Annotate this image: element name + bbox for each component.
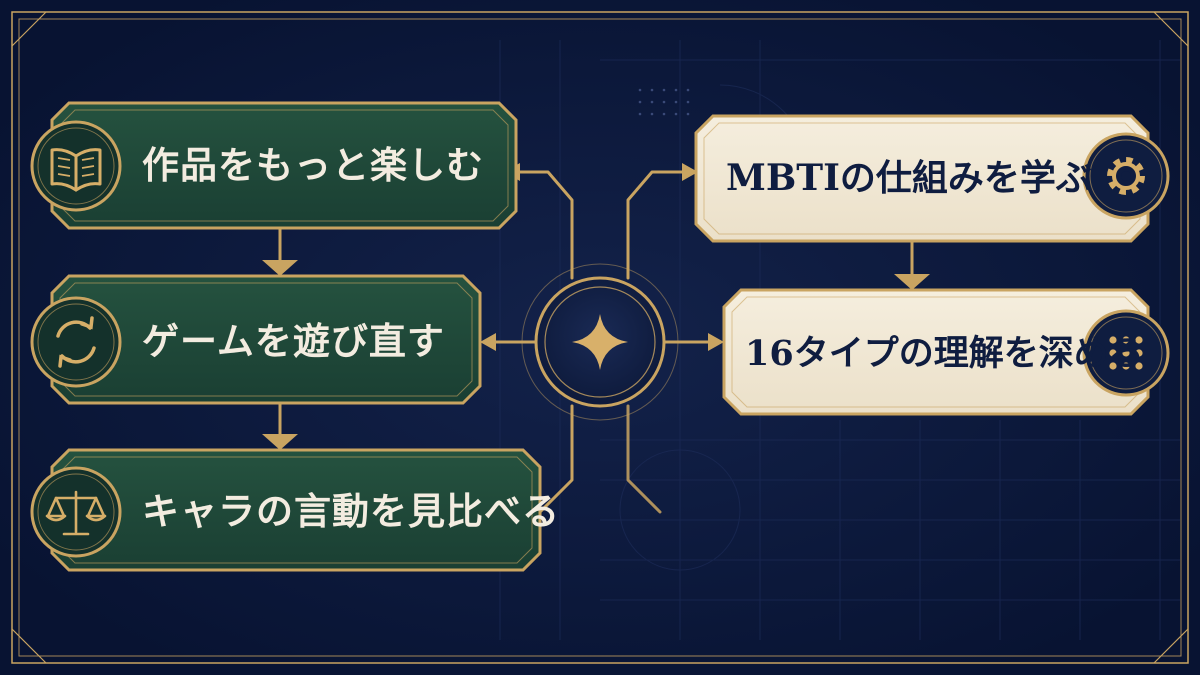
- left-step-3-label: キャラの言動を見比べる: [142, 489, 560, 533]
- gear-icon: [1107, 157, 1145, 195]
- arrow-heads: [262, 163, 930, 450]
- left-step-1[interactable]: [30, 101, 518, 230]
- left-step-2-label: ゲームを遊び直す: [142, 319, 445, 363]
- arrowhead-step-2: [480, 333, 496, 351]
- right-step-1[interactable]: [694, 114, 1170, 243]
- grid-dots-icon: [1109, 336, 1143, 370]
- left-step-2[interactable]: [30, 274, 482, 405]
- right-step-2[interactable]: [722, 288, 1170, 416]
- connector-to-step-3: [538, 404, 574, 514]
- down-arrow-1: [262, 260, 298, 276]
- outer-frame: [11, 11, 1189, 664]
- left-step-3[interactable]: [30, 448, 542, 572]
- open-book-icon: [50, 148, 102, 192]
- background-grid: [499, 40, 1180, 640]
- right-step-2-label: 16タイプの理解を深める: [745, 333, 1144, 374]
- down-arrow-2: [262, 434, 298, 450]
- arrowhead-right-step-1: [682, 163, 698, 181]
- right-step-1-label: MBTIの仕組みを学ぶ: [726, 157, 1092, 199]
- dot-pattern: [638, 88, 690, 116]
- down-arrow-right: [894, 274, 930, 290]
- arrowhead-right-step-2: [708, 333, 724, 351]
- four-point-star-icon: [572, 314, 628, 370]
- connectors: [278, 170, 914, 514]
- connector-to-right-step-1: [626, 170, 690, 280]
- left-step-1-label: 作品をもっと楽しむ: [142, 143, 484, 187]
- connector-to-step-1: [514, 170, 574, 280]
- center-hub: [521, 263, 679, 421]
- refresh-arrows-icon: [56, 316, 96, 368]
- connector-decorative: [626, 404, 662, 514]
- balance-scale-icon: [45, 490, 107, 536]
